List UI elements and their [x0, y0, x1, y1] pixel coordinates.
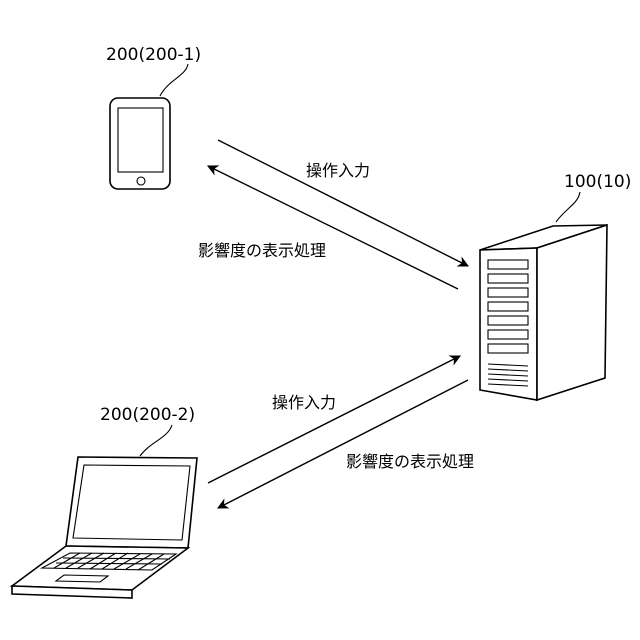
bottom-display-label: 影響度の表示処理: [346, 452, 474, 471]
server-icon: [480, 225, 607, 400]
top-display-arrow: [208, 166, 458, 289]
server-leader-line: [556, 192, 580, 222]
laptop-leader-line: [140, 425, 172, 456]
top-operation-label: 操作入力: [306, 161, 370, 180]
laptop-icon: [12, 457, 197, 598]
bottom-operation-label: 操作入力: [272, 393, 336, 412]
bottom-display-arrow: [218, 380, 468, 508]
laptop-ref-label: 200(200-2): [100, 405, 195, 425]
smartphone-ref-label: 200(200-1): [106, 45, 201, 65]
top-display-label: 影響度の表示処理: [198, 241, 326, 260]
smartphone-leader-line: [160, 64, 188, 96]
smartphone-icon: [110, 98, 170, 189]
server-ref-label: 100(10): [564, 172, 631, 192]
